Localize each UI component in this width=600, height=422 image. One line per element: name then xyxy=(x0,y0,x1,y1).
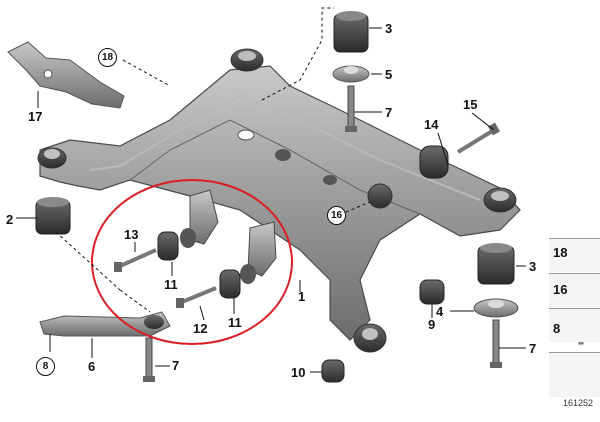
washer-4 xyxy=(473,298,519,318)
label-part-17: 17 xyxy=(28,109,43,124)
label-part-11-upper: 11 xyxy=(164,277,178,292)
leader-lines xyxy=(16,27,526,373)
circled-label-16: 16 xyxy=(327,206,346,225)
legend-row-8: 8 xyxy=(549,308,600,342)
label-part-9: 9 xyxy=(428,317,436,332)
rubber-mount-3-right xyxy=(477,243,515,285)
label-part-7-top: 7 xyxy=(385,105,393,120)
circled-label-18: 18 xyxy=(98,48,117,67)
circled-label-8: 8 xyxy=(36,357,55,376)
hardware-legend: 18 16 8 xyxy=(549,238,600,398)
label-part-7-right: 7 xyxy=(529,341,537,356)
heat-shield-part xyxy=(7,41,125,109)
label-part-5: 5 xyxy=(385,67,393,82)
legend-num-8: 8 xyxy=(553,321,561,336)
label-part-12: 12 xyxy=(193,321,208,336)
bushing-11-lower xyxy=(219,264,256,299)
label-part-2: 2 xyxy=(6,212,14,227)
label-part-4: 4 xyxy=(436,304,444,319)
label-part-7-left: 7 xyxy=(172,358,180,373)
rubber-mount-3-top xyxy=(333,11,369,53)
bushing-10 xyxy=(321,359,345,383)
legend-num-16: 16 xyxy=(553,282,568,297)
legend-row-arrow xyxy=(549,352,600,397)
label-part-14: 14 xyxy=(424,117,439,132)
label-part-6: 6 xyxy=(88,359,96,374)
bolt-13 xyxy=(114,248,157,272)
label-part-13: 13 xyxy=(124,227,139,242)
bolt-7-right xyxy=(490,319,502,368)
bolt-7-top xyxy=(345,85,357,132)
bushing-11-upper xyxy=(157,228,196,261)
bolt-7-left xyxy=(143,337,155,382)
label-part-3-top: 3 xyxy=(385,21,393,36)
legend-row-16: 16 xyxy=(549,273,600,307)
legend-row-18: 18 xyxy=(549,238,600,272)
rubber-mount-2 xyxy=(35,197,71,235)
dashed-leaders xyxy=(55,7,371,313)
bushing-14 xyxy=(419,145,449,179)
diagram-reference-code: 161252 xyxy=(563,398,594,408)
legend-num-18: 18 xyxy=(553,245,568,260)
label-part-10: 10 xyxy=(291,365,306,380)
bushing-9 xyxy=(419,279,445,305)
rear-subframe xyxy=(37,48,521,353)
label-part-15: 15 xyxy=(463,97,478,112)
bolt-12 xyxy=(176,286,217,308)
highlight-ellipse xyxy=(91,179,293,345)
label-part-1: 1 xyxy=(298,289,306,304)
bolt-15 xyxy=(456,122,500,154)
washer-5 xyxy=(332,65,370,83)
label-part-3-right: 3 xyxy=(529,259,537,274)
label-part-11-lower: 11 xyxy=(228,315,242,330)
link-arm-6 xyxy=(39,311,171,337)
